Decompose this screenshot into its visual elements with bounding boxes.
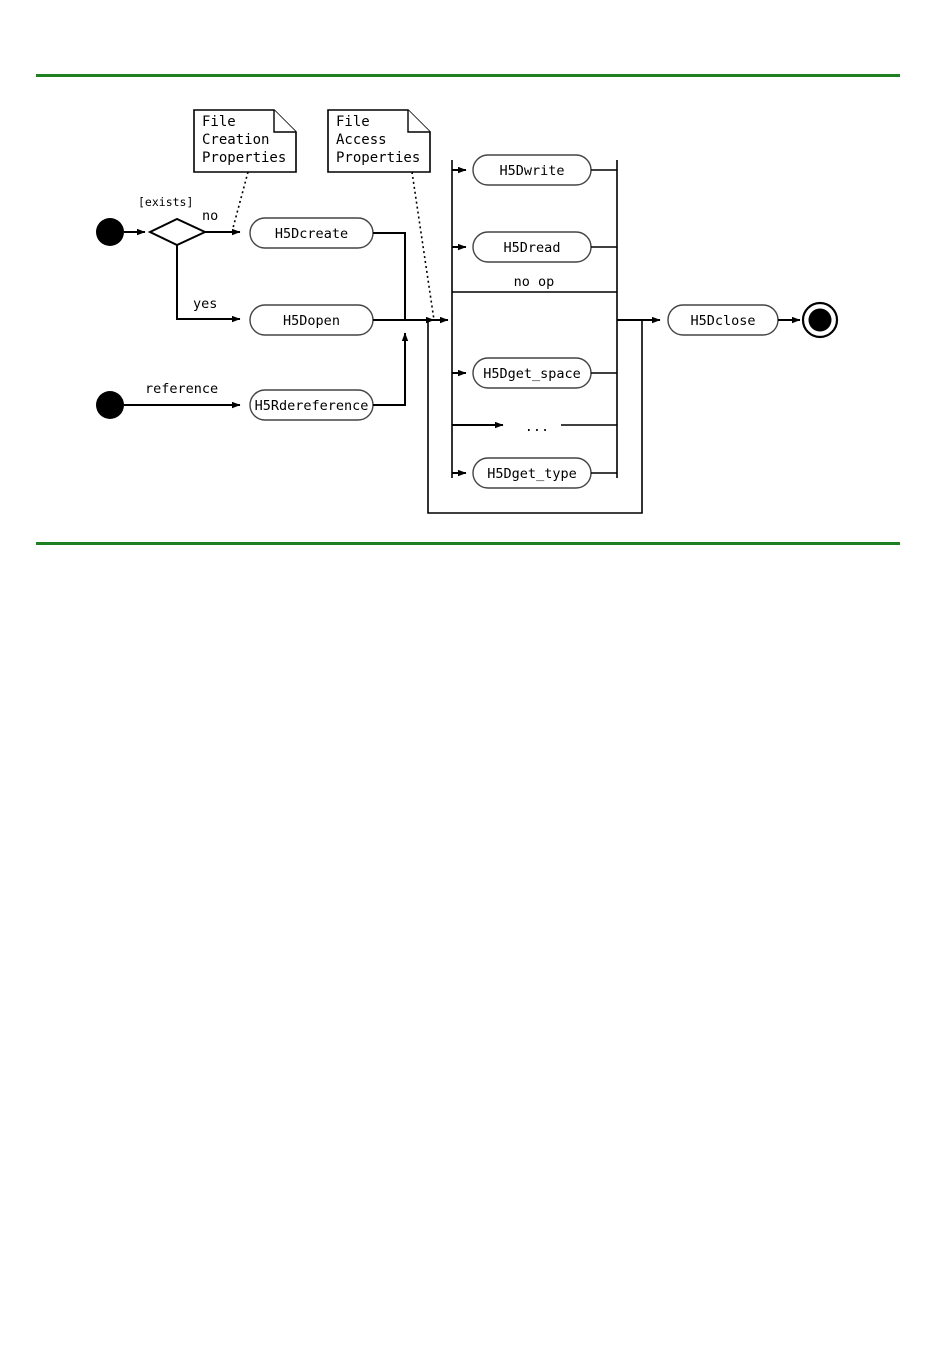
note-line: Properties <box>336 150 420 166</box>
note-file-creation-properties: File Creation Properties <box>193 109 297 229</box>
operation-h5dwrite[interactable]: H5Dwrite <box>472 154 592 186</box>
note-file-access-properties: File Access Properties <box>327 109 435 321</box>
start-node-main <box>96 218 124 246</box>
action-h5dclose[interactable]: H5Dclose <box>667 304 779 336</box>
note-line: File <box>336 114 370 130</box>
note-connector <box>411 171 435 321</box>
note-line: Creation <box>202 132 269 148</box>
operation-label: H5Dwrite <box>499 163 564 179</box>
action-h5rdereference[interactable]: H5Rdereference <box>249 389 374 421</box>
operation-h5dread[interactable]: H5Dread <box>472 231 592 263</box>
operation-label: H5Dget_space <box>483 366 581 382</box>
final-node <box>801 301 839 339</box>
footer-rule <box>36 542 900 545</box>
edge-operations-loopback <box>427 320 643 514</box>
activity-diagram: File Creation Properties File Access Pro… <box>96 109 839 514</box>
note-line: File <box>202 114 236 130</box>
note-line: Access <box>336 132 387 148</box>
exists-decision-node <box>147 217 208 247</box>
edge-h5dcreate-to-operations <box>373 232 435 324</box>
edge-h5rdereference-to-operations <box>373 332 409 406</box>
action-label: H5Dopen <box>283 313 340 329</box>
action-label: H5Dcreate <box>275 226 348 242</box>
header-rule <box>36 74 900 77</box>
start-node-reference <box>96 391 124 419</box>
action-h5dcreate[interactable]: H5Dcreate <box>249 217 374 249</box>
note-line: Properties <box>202 150 286 166</box>
action-label: H5Rdereference <box>255 398 369 414</box>
guard-label-exists: [exists] <box>138 195 193 209</box>
operation-label: H5Dget_type <box>487 466 576 482</box>
operation-label-no-op: no op <box>514 274 555 290</box>
operation-label: H5Dread <box>504 240 561 256</box>
edge-decision-yes <box>176 245 241 323</box>
operation-h5dget-space[interactable]: H5Dget_space <box>472 357 592 389</box>
action-h5dopen[interactable]: H5Dopen <box>249 304 374 336</box>
operation-h5dget-type[interactable]: H5Dget_type <box>472 457 592 489</box>
action-label: H5Dclose <box>690 313 755 329</box>
edge-label-reference: reference <box>145 381 218 397</box>
edge-label-yes: yes <box>193 296 217 312</box>
note-connector <box>232 171 249 229</box>
operation-label-ellipsis: ... <box>525 419 549 435</box>
edge-label-no: no <box>202 208 218 224</box>
